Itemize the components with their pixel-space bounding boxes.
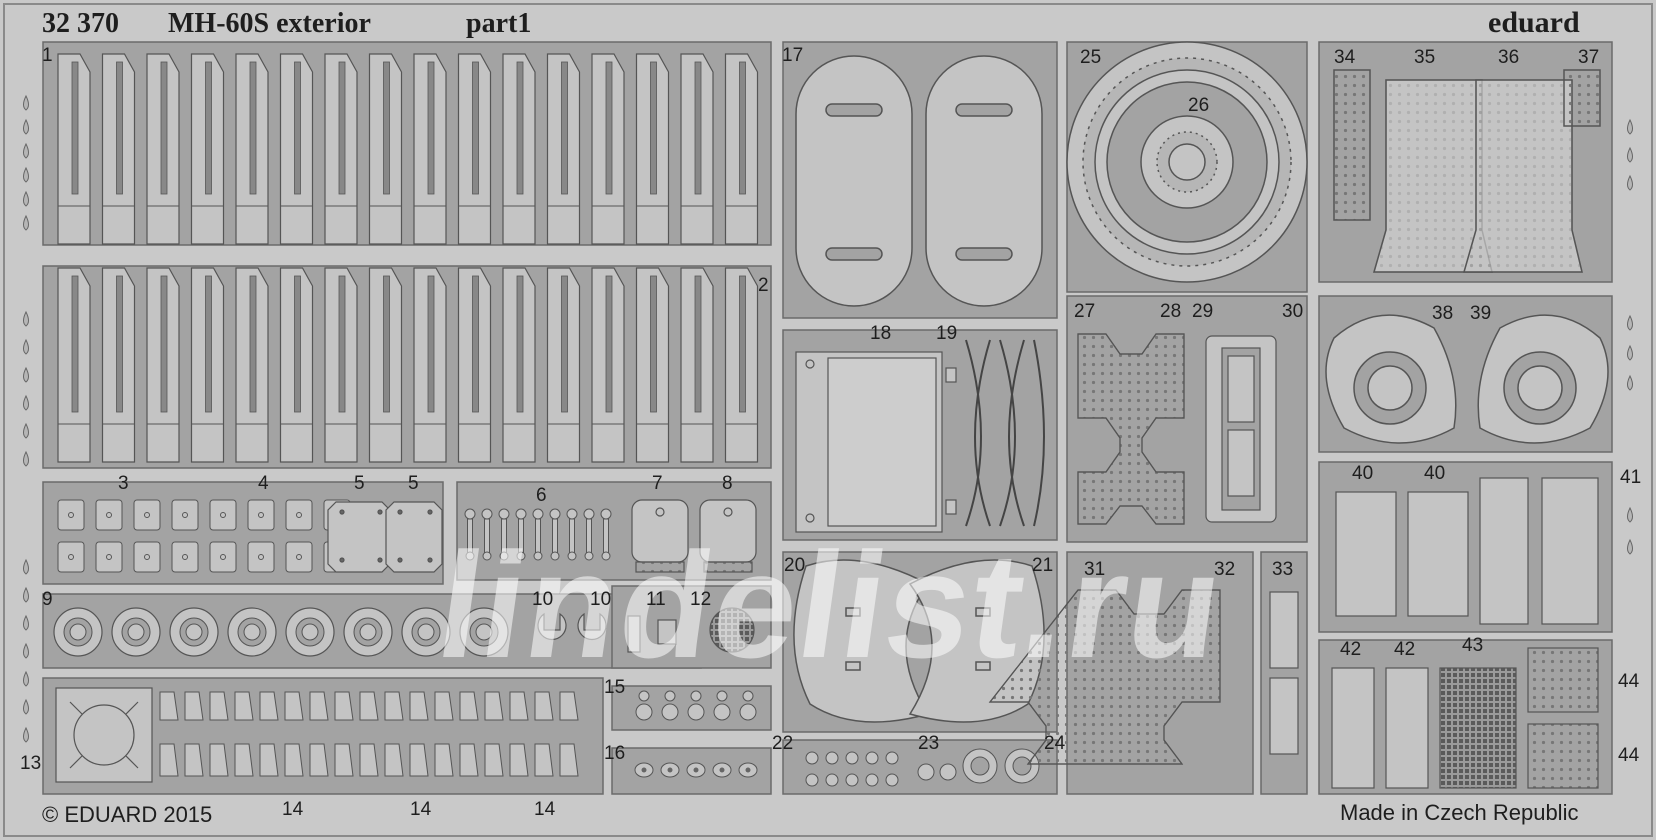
- part-number-label: 30: [1282, 301, 1304, 322]
- part-number-label: 23: [918, 733, 940, 754]
- part-number-label: 41: [1620, 467, 1642, 488]
- part-number-label: 3: [118, 473, 129, 494]
- parts-40-44-panels: [1331, 477, 1599, 789]
- part-2-blades: [57, 267, 759, 463]
- part-number-label: 40: [1352, 463, 1374, 484]
- part-1-blades: [57, 53, 759, 245]
- part-number-label: 10: [590, 589, 612, 610]
- parts-7-8-fittings: [631, 499, 757, 573]
- part-number-label: 44: [1618, 745, 1640, 766]
- part-6-pins: [464, 508, 612, 561]
- part-number-label: 5: [408, 473, 419, 494]
- parts-34-37-panels: [1333, 69, 1601, 273]
- part-number-label: 16: [604, 743, 626, 764]
- parts-15-16: [634, 690, 758, 778]
- parts-18-19: [795, 339, 1045, 533]
- part-number-label: 36: [1498, 47, 1520, 68]
- part-number-label: 5: [354, 473, 365, 494]
- part-number-label: 43: [1462, 635, 1484, 656]
- part-number-label: 32: [1214, 559, 1236, 580]
- part-number-label: 2: [758, 275, 769, 296]
- part-number-label: 39: [1470, 303, 1492, 324]
- part-14-tabs: [159, 691, 579, 777]
- part-number-label: 29: [1192, 301, 1214, 322]
- copyright: © EDUARD 2015: [42, 802, 213, 827]
- part-number-label: 21: [1032, 555, 1054, 576]
- part-number-label: 35: [1414, 47, 1436, 68]
- parts-22-24: [805, 748, 1040, 787]
- part-number-label: 11: [646, 589, 666, 610]
- part-number-label: 25: [1080, 47, 1102, 68]
- origin: Made in Czech Republic: [1340, 800, 1579, 825]
- part-5-plates: [327, 501, 443, 573]
- part-number-label: 40: [1424, 463, 1446, 484]
- part-number-label: 9: [42, 589, 53, 610]
- part-number-label: 7: [652, 473, 663, 494]
- part-number-label: 15: [604, 677, 626, 698]
- part-number-label: 37: [1578, 47, 1600, 68]
- part-number-label: 6: [536, 485, 547, 506]
- part-number-label: 44: [1618, 671, 1640, 692]
- part-number-label: 26: [1188, 95, 1210, 116]
- part-number-label: 13: [20, 753, 42, 774]
- part-number-label: 42: [1340, 639, 1362, 660]
- part-number-label: 22: [772, 733, 794, 754]
- parts-10-12: [537, 607, 755, 653]
- part-number-label: 33: [1272, 559, 1294, 580]
- part-number-label: 42: [1394, 639, 1416, 660]
- parts-27-32-plates: [988, 333, 1299, 765]
- set-title: MH-60S exterior: [168, 8, 371, 39]
- part-number-label: 18: [870, 323, 892, 344]
- part-number-label: 24: [1044, 733, 1066, 754]
- part-number-label: 14: [410, 799, 432, 820]
- part-number-label: 20: [784, 555, 806, 576]
- brand-logo: eduard: [1488, 6, 1580, 39]
- part-number-label: 28: [1160, 301, 1182, 322]
- part-number-label: 17: [782, 45, 804, 66]
- part-number-label: 27: [1074, 301, 1096, 322]
- part-number-label: 10: [532, 589, 554, 610]
- parts-38-39-rings: [1325, 314, 1609, 444]
- parts-25-26-rings: [1066, 41, 1308, 283]
- edge-lugs: [23, 94, 1633, 743]
- part-number-label: 14: [534, 799, 556, 820]
- part-17-covers: [795, 55, 1043, 307]
- part-number-label: 19: [936, 323, 958, 344]
- part-number-label: 12: [690, 589, 712, 610]
- part-13-plate: [55, 687, 153, 783]
- part-number-label: 38: [1432, 303, 1454, 324]
- part-number-label: 4: [258, 473, 269, 494]
- part-number-label: 14: [282, 799, 304, 820]
- part-number-label: 1: [42, 45, 53, 66]
- set-part: part1: [466, 8, 532, 39]
- part-number-label: 8: [722, 473, 733, 494]
- part-number-label: 34: [1334, 47, 1356, 68]
- part-number-label: 31: [1084, 559, 1106, 580]
- set-number: 32 370: [42, 8, 119, 39]
- part-9-rings: [53, 607, 509, 657]
